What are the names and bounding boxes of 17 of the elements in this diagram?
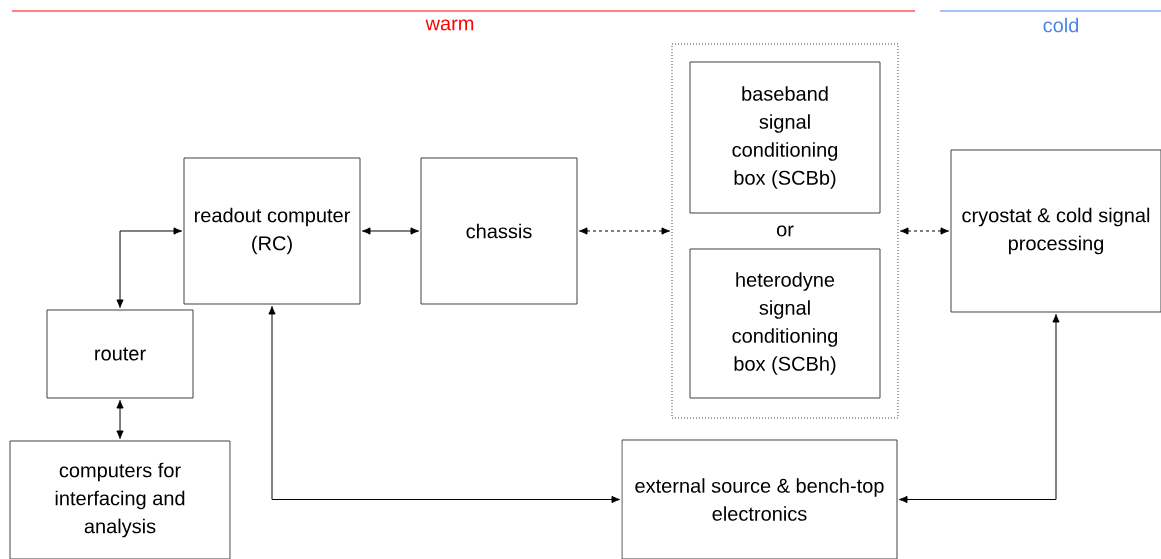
arrow <box>361 227 420 235</box>
process-box: readout computer (RC) <box>183 157 361 305</box>
process-box: heterodyne signal conditioning box (SCBh) <box>689 248 881 399</box>
arrow <box>116 399 124 440</box>
arrow <box>578 227 671 235</box>
arrow <box>116 227 183 309</box>
process-box: baseband signal conditioning box (SCBb) <box>689 61 881 214</box>
arrow <box>899 227 950 235</box>
process-box: cryostat & cold signal processing <box>950 149 1161 313</box>
process-box: external source & bench-top electronics <box>621 439 898 559</box>
arrow <box>898 313 1060 504</box>
region-label: warm <box>425 19 474 31</box>
arrow <box>268 305 621 504</box>
process-box: computers for interfacing and analysis <box>9 440 231 559</box>
region-label: cold <box>1043 17 1079 33</box>
process-box: router <box>46 309 194 399</box>
process-box: chassis <box>420 157 578 305</box>
